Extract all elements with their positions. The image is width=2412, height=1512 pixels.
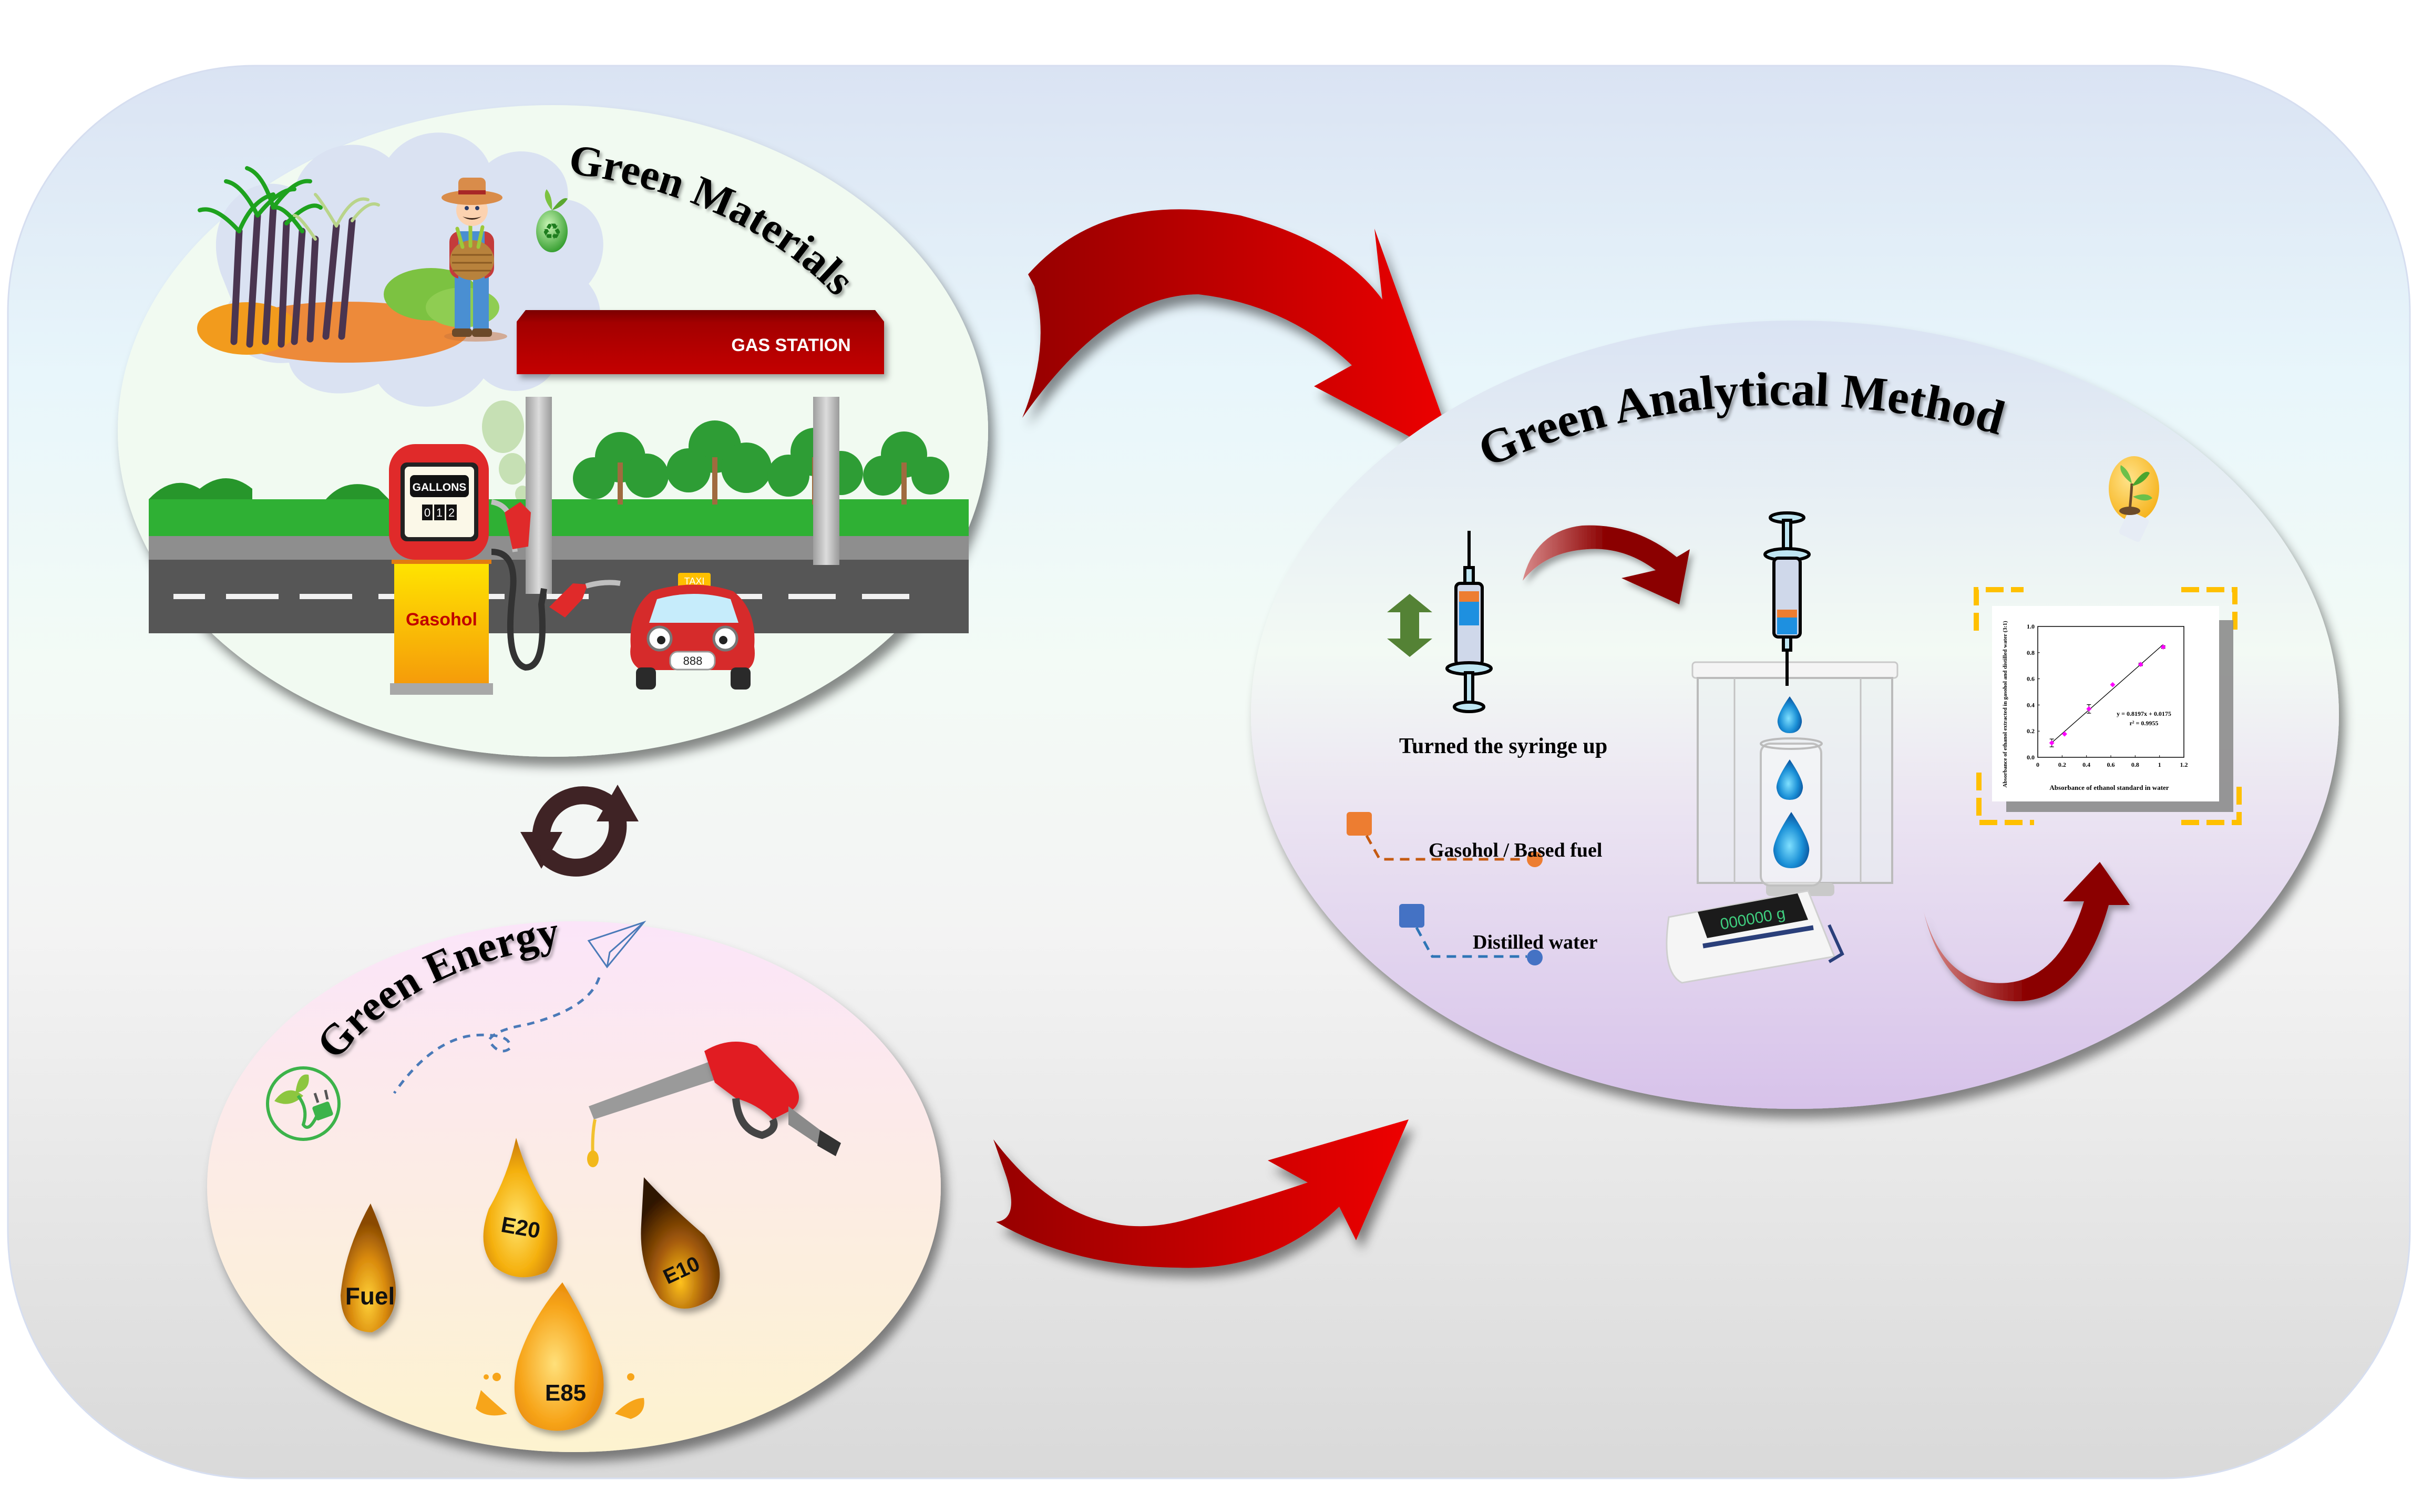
pump-display-label: GALLONS [413,481,467,493]
green-energy-panel: Fuel E20 E10 E85 Green Energy [207,907,941,1452]
farmer-icon [442,178,507,342]
chart-data-point [2138,662,2143,667]
chart-y-axis-label: Absorbance of ethanol extracted in gasoh… [2002,621,2008,788]
chart-data-point [2086,706,2092,712]
syringe-icon-up [1445,531,1493,713]
arrow-syringe-to-balance [1523,525,1690,604]
cycle-arrows-icon [520,785,639,877]
eco-plug-icon [266,1066,341,1141]
chart-plot-area: 0 0.2 0.4 0.6 0.8 1 1.2 0.0 0.2 0.4 0.6 0.8 1.0 [2027,623,2188,768]
gas-station-canopy: GAS STATION [517,310,884,594]
svg-text:♻: ♻ [542,219,562,244]
chart-x-axis-label: Absorbance of ethanol standard in water [2049,784,2169,791]
double-arrow-icon [1387,594,1432,657]
legend-gasohol: Gasohol / Based fuel [1347,812,1602,867]
chart-fit-line [2051,644,2164,743]
taxi-roof-sign: TAXI [684,576,705,587]
arrow-balance-to-chart [1924,862,2130,1002]
chart-data-point [2049,740,2055,746]
chart-r-squared: r² = 0.9955 [2130,719,2159,727]
y-tick-label: 0.4 [2027,701,2035,708]
chart-data-point [2110,682,2116,687]
chart-data-point [2062,731,2067,737]
water-drop-icon [1773,696,1810,868]
drop-label-fuel: Fuel [345,1282,395,1310]
calibration-chart: 0 0.2 0.4 0.6 0.8 1 1.2 0.0 0.2 0.4 0.6 0.8 1.0 Abso… [1992,606,2233,812]
x-tick-label: 0 [2036,761,2039,768]
syringe-step-caption: Turned the syringe up [1399,734,1607,758]
taxi-plate: 888 [683,654,703,667]
x-tick-label: 0.8 [2131,761,2139,768]
fuel-nozzle-icon [587,1042,841,1167]
svg-text:1: 1 [436,506,443,519]
fuel-drop-e10: E10 [641,1177,720,1309]
drop-label-e85: E85 [545,1380,586,1406]
legend-water-label: Distilled water [1473,931,1598,953]
arrow-energy-to-method [993,1119,1409,1268]
y-tick-label: 0.6 [2027,675,2035,683]
fuel-drop-fuel: Fuel [341,1204,396,1332]
y-tick-label: 0.2 [2027,727,2035,735]
green-analytical-method-panel: Turned the syringe up 000000 g [1251,321,2339,1109]
sugarcane-icon [198,166,380,348]
chart-frame-brackets [1974,587,2242,825]
lightbulb-plant-icon [2109,456,2159,542]
paper-plane-icon [393,920,646,1094]
x-tick-label: 0.2 [2058,761,2066,768]
x-tick-label: 0.4 [2082,761,2090,768]
fuel-drop-e85: E85 [476,1282,644,1431]
x-tick-label: 1.2 [2180,761,2188,768]
pump-digits: 0 1 2 [422,505,457,520]
green-materials-panel: ♻ [118,105,988,757]
y-tick-label: 0.0 [2027,754,2035,761]
chart-paper [1992,606,2219,801]
chart-fit-equation: y = 0.8197x + 0.0175 [2117,710,2171,717]
svg-text:2: 2 [448,506,455,519]
pump-fuel-label: Gasohol [406,610,477,630]
fuel-drop-e20: E20 [483,1138,558,1278]
gas-pump-icon: GALLONS 0 1 2 Gasohol [389,444,621,695]
recycle-globe-icon: ♻ [536,189,568,252]
y-tick-label: 1.0 [2027,623,2035,630]
taxi-car-icon: TAXI 888 [630,573,755,690]
legend-gasohol-label: Gasohol / Based fuel [1429,839,1602,861]
x-tick-label: 0.6 [2107,761,2115,768]
syringe-icon-down [1763,511,1811,686]
gas-station-sign: GAS STATION [731,335,850,355]
arrow-materials-to-method [1022,209,1459,462]
y-tick-label: 0.8 [2027,649,2035,656]
x-tick-label: 1 [2158,761,2161,768]
legend-water: Distilled water [1399,904,1598,965]
svg-text:0: 0 [424,506,430,519]
